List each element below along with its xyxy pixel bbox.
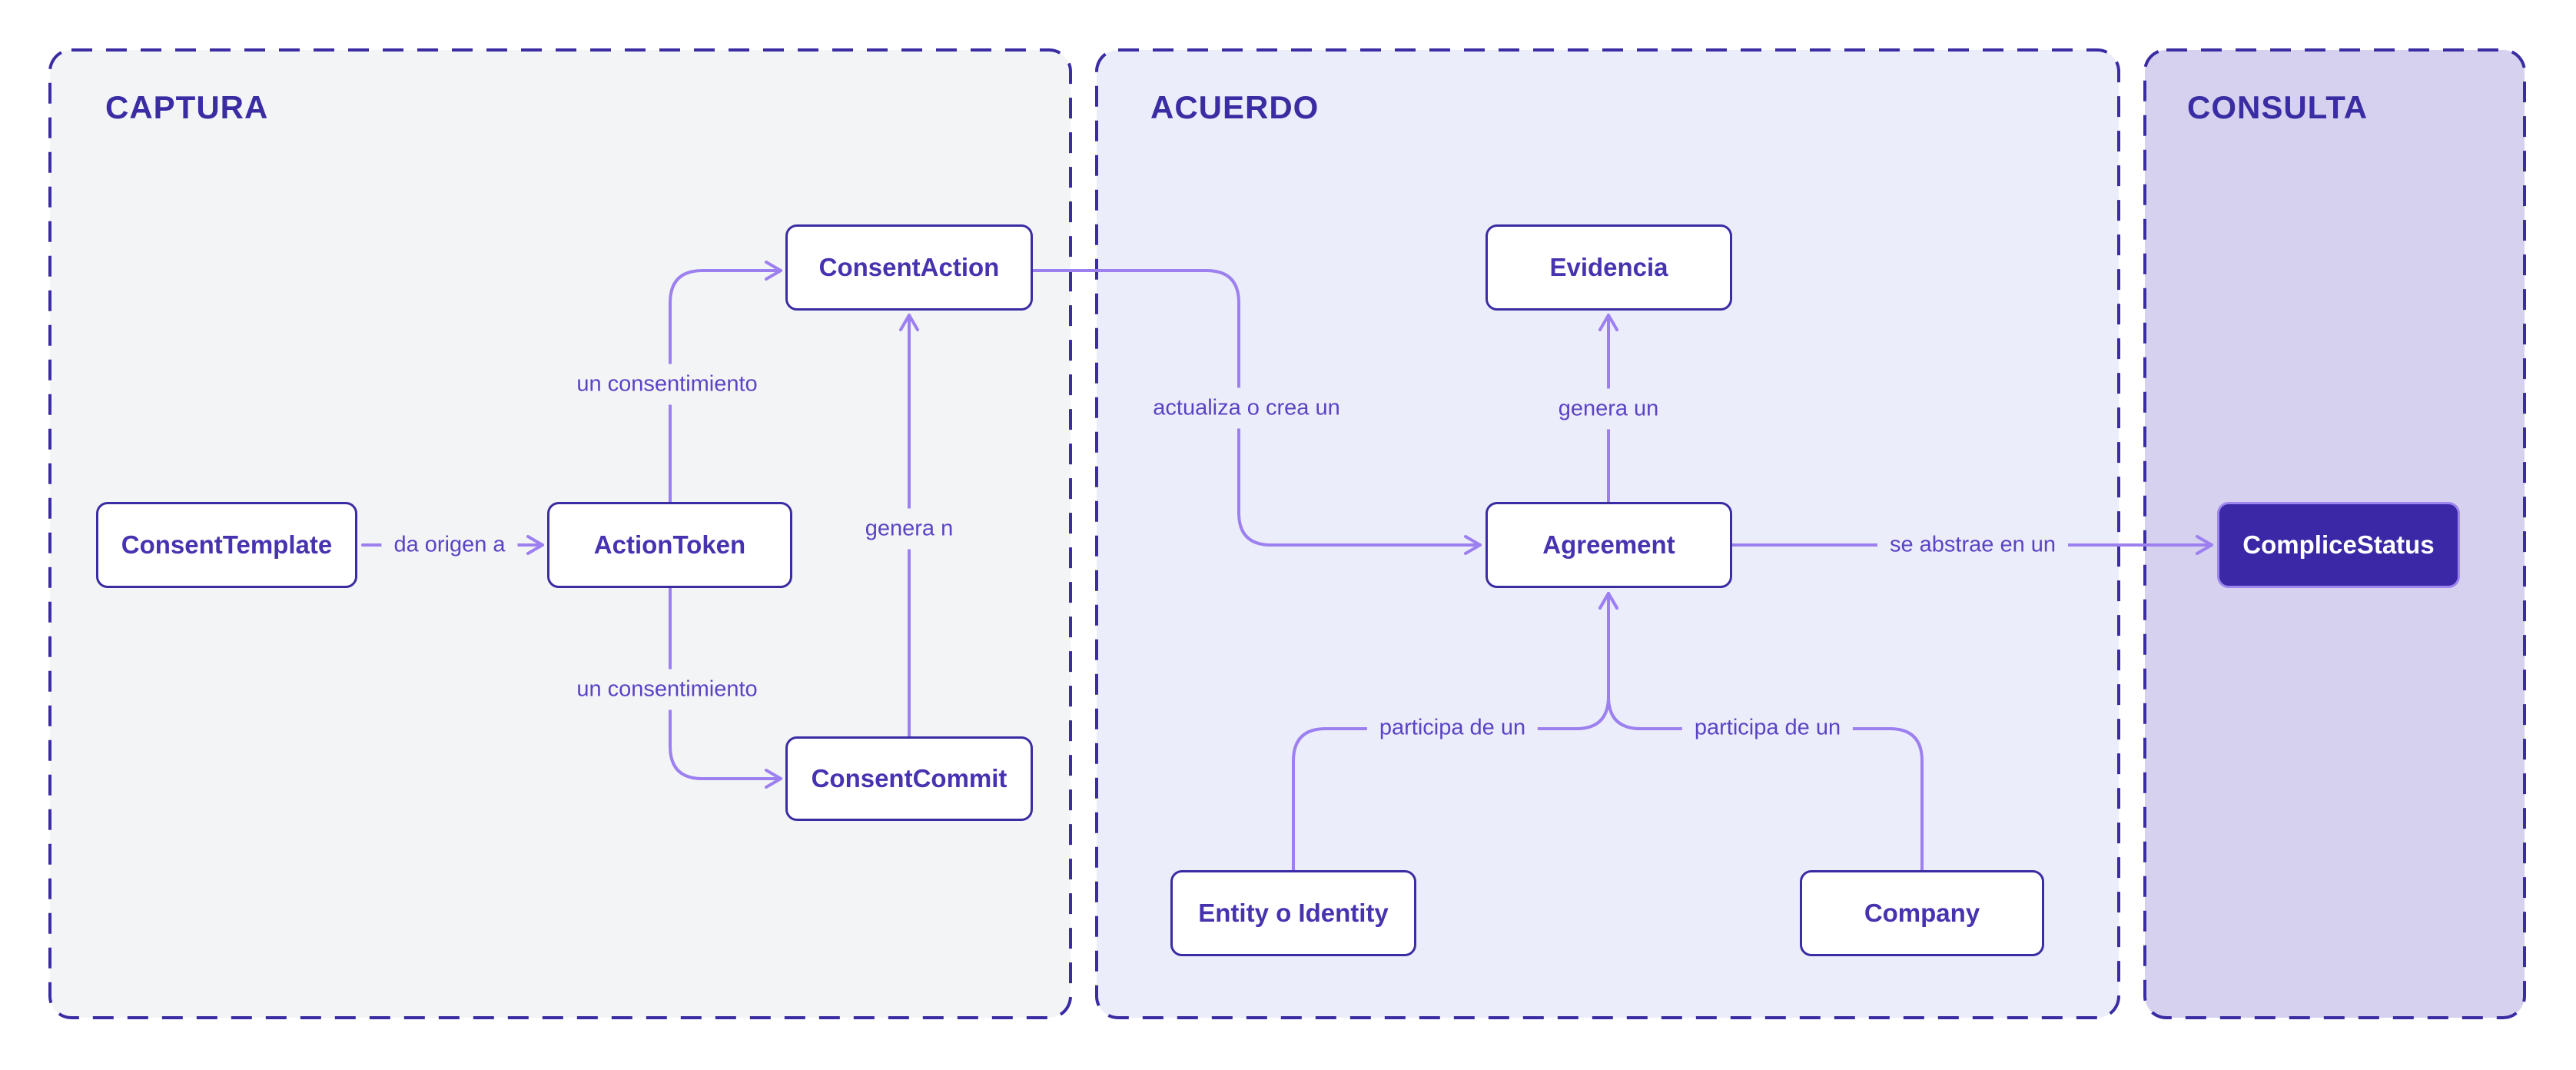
edge-label-da-origen-a: da origen a xyxy=(381,524,518,566)
node-consent-commit: ConsentCommit xyxy=(785,736,1033,821)
edge-label-participa-de-un-right: participa de un xyxy=(1681,707,1854,749)
node-consent-action: ConsentAction xyxy=(785,224,1033,311)
node-evidencia: Evidencia xyxy=(1486,224,1732,311)
panel-title-acuerdo: ACUERDO xyxy=(1150,89,1320,125)
node-agreement: Agreement xyxy=(1486,502,1732,588)
edge-label-genera-un: genera un xyxy=(1545,388,1671,430)
edge-label-participa-de-un-left: participa de un xyxy=(1366,707,1539,749)
edge-label-genera-n: genera n xyxy=(852,508,966,550)
edge-label-se-abstrae-en-un: se abstrae en un xyxy=(1877,524,2069,566)
panel-title-consulta: CONSULTA xyxy=(2187,89,2369,125)
node-action-token: ActionToken xyxy=(547,502,792,588)
node-consent-template: ConsentTemplate xyxy=(96,502,357,588)
edge-actiontoken-consentcommit xyxy=(669,587,782,789)
node-company: Company xyxy=(1800,870,2044,956)
panel-title-captura: CAPTURA xyxy=(105,89,269,125)
node-complice-status: CompliceStatus xyxy=(2217,502,2460,588)
edge-actiontoken-consentaction xyxy=(669,261,782,503)
edge-label-actualiza-o-crea-un: actualiza o crea un xyxy=(1140,387,1353,429)
node-entity-o-identity: Entity o Identity xyxy=(1170,870,1416,956)
edge-label-un-consentimiento-bottom: un consentimiento xyxy=(564,669,770,710)
edge-label-un-consentimiento-top: un consentimiento xyxy=(564,364,770,405)
